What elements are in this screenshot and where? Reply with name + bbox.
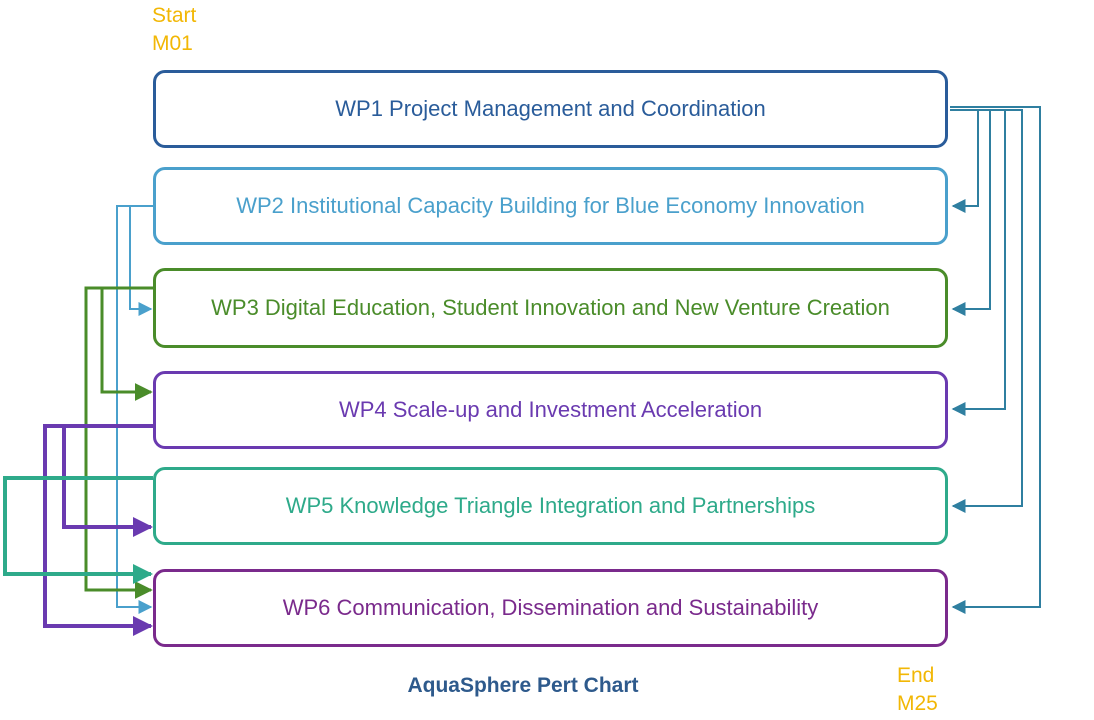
wp2-label: WP2 Institutional Capacity Building for …: [236, 193, 865, 218]
end-month: M25: [897, 692, 938, 715]
wp1-label: WP1 Project Management and Coordination: [335, 96, 766, 121]
end-label: End: [897, 664, 935, 687]
wp5-box[interactable]: WP5 Knowledge Triangle Integration and P…: [153, 467, 948, 545]
start-label: Start: [152, 4, 197, 27]
wp3-label: WP3 Digital Education, Student Innovatio…: [211, 295, 890, 320]
connector-wp2-wp3: [129, 205, 153, 316]
wp2-box[interactable]: WP2 Institutional Capacity Building for …: [153, 167, 948, 245]
wp4-label: WP4 Scale-up and Investment Acceleration: [338, 397, 763, 422]
connector-wp1-wp5: [950, 109, 1023, 513]
wp6-box[interactable]: WP6 Communication, Dissemination and Sus…: [153, 569, 948, 647]
connector-wp1-wp3: [950, 109, 991, 316]
wp6-label: WP6 Communication, Dissemination and Sus…: [282, 595, 819, 620]
connector-wp5-wp6: [3, 476, 153, 584]
connector-wp4-wp6: [43, 424, 153, 636]
start-marker: Start M01: [152, 2, 196, 58]
start-month: M01: [152, 32, 193, 55]
wp3-box[interactable]: WP3 Digital Education, Student Innovatio…: [153, 268, 948, 348]
connector-wp1-wp6: [950, 106, 1041, 614]
wp4-box[interactable]: WP4 Scale-up and Investment Acceleration: [153, 371, 948, 449]
wp5-label: WP5 Knowledge Triangle Integration and P…: [285, 493, 816, 518]
connector-wp1-wp2: [950, 109, 979, 213]
connector-wp3-wp6: [84, 286, 153, 599]
chart-title: AquaSphere Pert Chart: [407, 674, 639, 697]
connector-wp3-wp4: [100, 286, 153, 401]
connector-wp2-wp6: [116, 205, 153, 614]
wp1-box[interactable]: WP1 Project Management and Coordination: [153, 70, 948, 148]
end-marker: End M25: [897, 662, 938, 718]
